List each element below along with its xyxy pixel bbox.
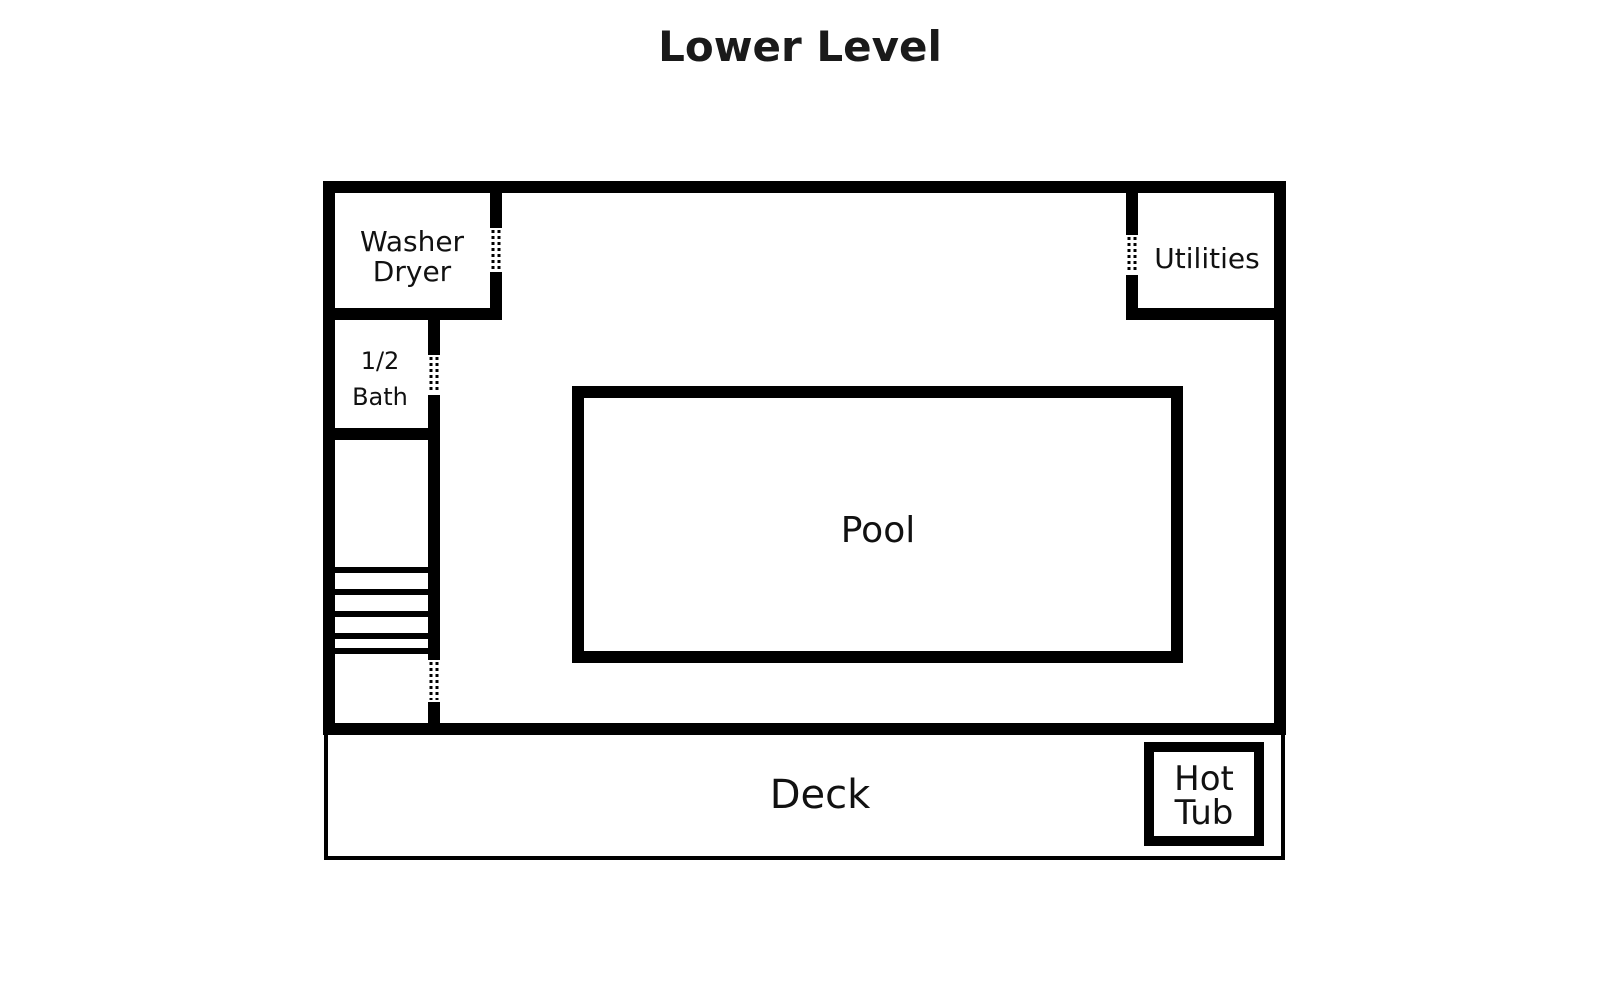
utilities-door (1125, 235, 1139, 275)
half-bath-label-line1: 1/2 (361, 347, 400, 375)
page-title: Lower Level (658, 22, 942, 71)
washer-dryer-label-line1: Washer (360, 225, 465, 258)
half-bath-label-line2: Bath (352, 383, 408, 411)
stairs (335, 567, 428, 654)
main-wall (323, 181, 1286, 735)
hot-tub-label-line1: Hot (1174, 759, 1234, 799)
hot-tub-outline (1144, 742, 1264, 846)
pool-label: Pool (841, 510, 915, 551)
pool-outline (572, 386, 1183, 663)
washer-dryer-label-line2: Dryer (373, 255, 452, 288)
deck-label: Deck (770, 772, 871, 818)
utilities-label: Utilities (1154, 242, 1259, 275)
hot-tub-label-line2: Tub (1174, 793, 1234, 833)
stair-door (427, 660, 441, 702)
half-bath-door (427, 355, 441, 395)
washer-dryer-door (489, 228, 503, 272)
